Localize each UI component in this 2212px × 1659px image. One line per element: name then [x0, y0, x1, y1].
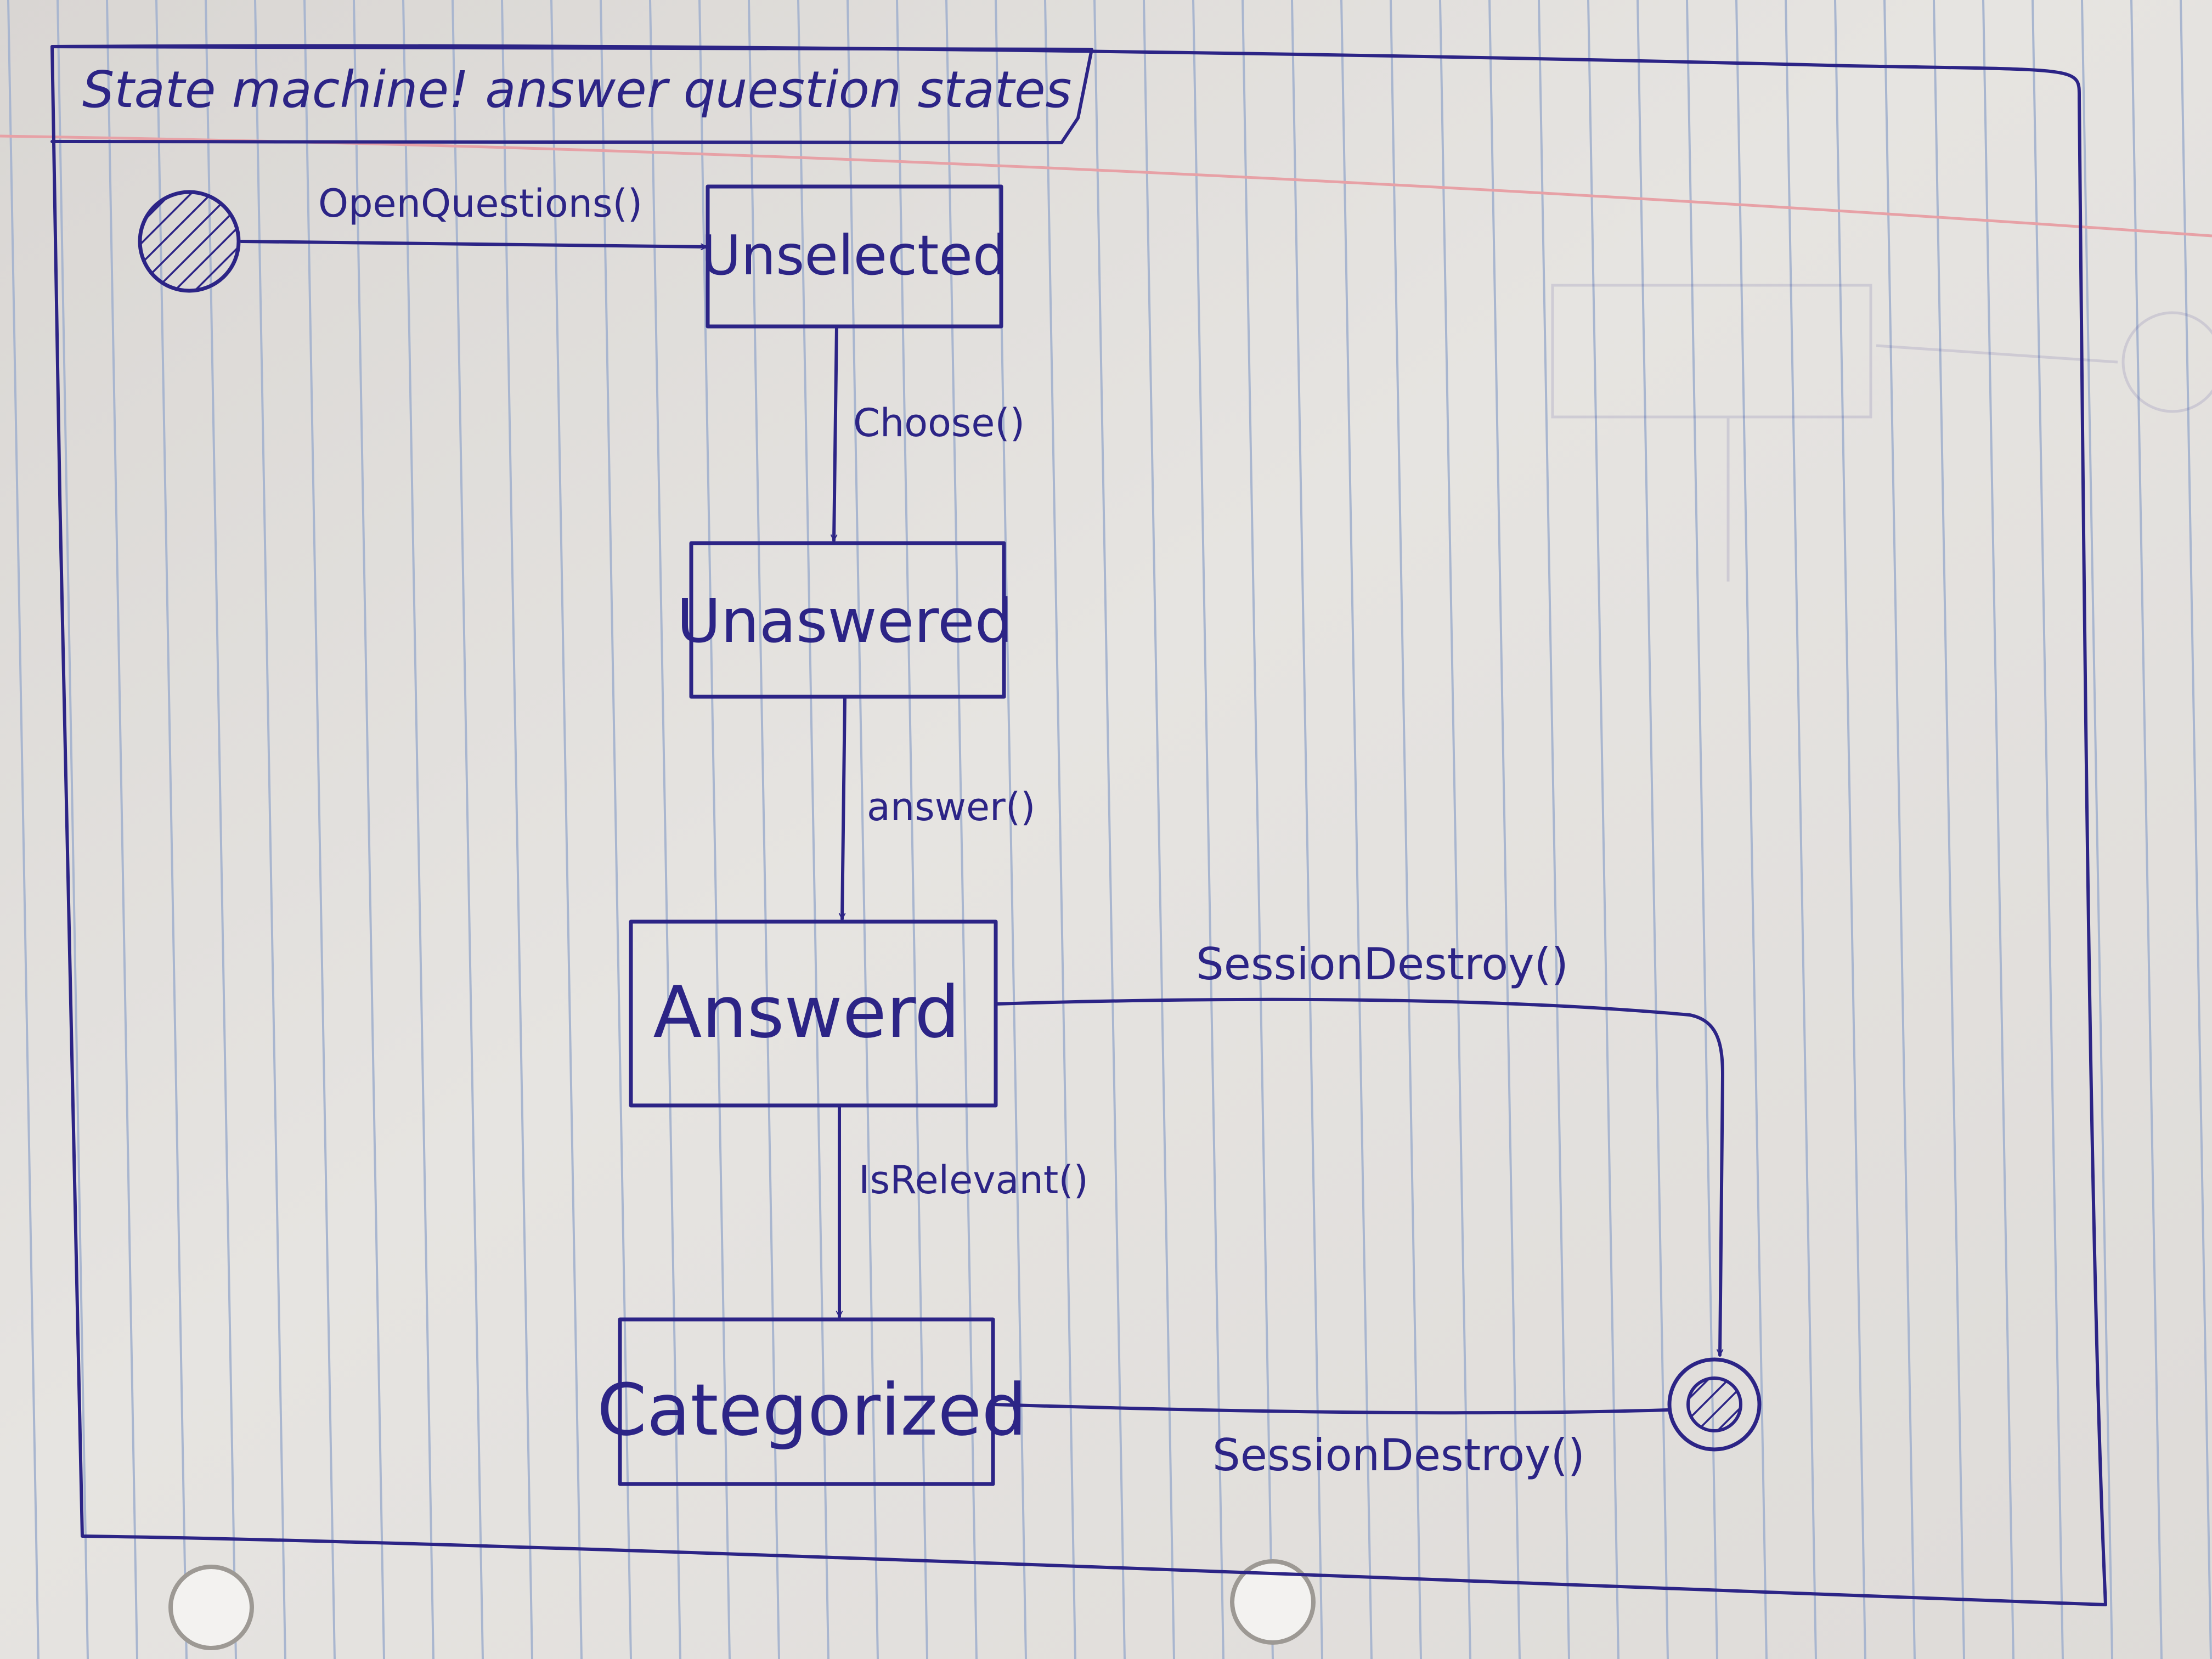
- ruled-line: [1538, 0, 1570, 1659]
- ruled-line: [896, 0, 928, 1659]
- initial-state: [138, 190, 241, 293]
- ruled-line: [501, 0, 533, 1659]
- ruled-line: [106, 0, 138, 1659]
- ruled-line: [2130, 0, 2163, 1659]
- frame-border: [50, 44, 2107, 1606]
- ruled-lines: [7, 0, 2212, 1659]
- ruled-line: [1242, 0, 1274, 1659]
- transition-open-questions-label: OpenQuestions(): [318, 181, 642, 226]
- ruled-line: [1883, 0, 1916, 1659]
- ruled-line: [1192, 0, 1224, 1659]
- ruled-line: [945, 0, 978, 1659]
- ruled-line: [57, 0, 89, 1659]
- transition-categorized-destroy-label: SessionDestroy(): [1212, 1430, 1585, 1481]
- ruled-line: [2180, 0, 2212, 1659]
- state-unanswered-label: Unaswered: [677, 586, 1013, 656]
- bleed-through-sketch: [1551, 284, 2212, 582]
- frame-title-tab: [50, 45, 1093, 144]
- final-state: [1667, 1357, 1762, 1452]
- ruled-line: [1143, 0, 1175, 1659]
- state-unanswered: Unaswered: [677, 541, 1013, 699]
- ruled-line: [748, 0, 780, 1659]
- ruled-line: [649, 0, 681, 1659]
- binder-holes: [168, 1559, 1316, 1650]
- state-answered: Answerd: [629, 919, 998, 1108]
- ruled-line: [1390, 0, 1422, 1659]
- ruled-line: [402, 0, 435, 1659]
- ruled-line: [797, 0, 830, 1659]
- state-categorized: Categorized: [597, 1317, 1027, 1486]
- transition-answered-destroy-arrow: [994, 997, 1724, 1357]
- ruled-line: [1488, 0, 1521, 1659]
- ruled-line: [1637, 0, 1669, 1659]
- transition-is-relevant-label: IsRelevant(): [859, 1158, 1088, 1203]
- ruled-line: [452, 0, 484, 1659]
- transition-choose-arrow: [834, 325, 838, 542]
- ruled-line: [1044, 0, 1076, 1659]
- ruled-line: [600, 0, 632, 1659]
- ruled-line: [7, 0, 40, 1659]
- ruled-line: [1093, 0, 1126, 1659]
- ruled-line: [303, 0, 336, 1659]
- transition-choose-label: Choose(): [853, 400, 1025, 445]
- ruled-line: [1439, 0, 1471, 1659]
- transition-categorized-destroy-line: [991, 1403, 1669, 1415]
- transition-answered-destroy-label: SessionDestroy(): [1196, 939, 1568, 990]
- ruled-line: [1785, 0, 1817, 1659]
- state-diagram: State machine! answer question states Un…: [50, 44, 2107, 1606]
- ruled-line: [1933, 0, 1965, 1659]
- state-unselected: Unselected: [701, 184, 1008, 329]
- ruled-line: [1834, 0, 1866, 1659]
- state-answered-label: Answerd: [653, 970, 960, 1054]
- state-unselected-label: Unselected: [701, 223, 1008, 287]
- ruled-line: [550, 0, 583, 1659]
- ruled-line: [1291, 0, 1323, 1659]
- transition-open-questions-arrow: [240, 240, 708, 247]
- state-categorized-label: Categorized: [597, 1368, 1027, 1452]
- ruled-line: [1340, 0, 1373, 1659]
- ruled-line: [1735, 0, 1768, 1659]
- ruled-line: [1982, 0, 2015, 1659]
- frame-title: State machine! answer question states: [82, 60, 1071, 119]
- ruled-line: [1587, 0, 1620, 1659]
- transition-answer-arrow: [842, 695, 847, 921]
- transition-answer-label: answer(): [867, 785, 1035, 830]
- ruled-line: [254, 0, 286, 1659]
- ruled-line: [353, 0, 385, 1659]
- ruled-line: [2081, 0, 2113, 1659]
- ruled-line: [2032, 0, 2064, 1659]
- ruled-line: [847, 0, 879, 1659]
- ruled-line: [698, 0, 731, 1659]
